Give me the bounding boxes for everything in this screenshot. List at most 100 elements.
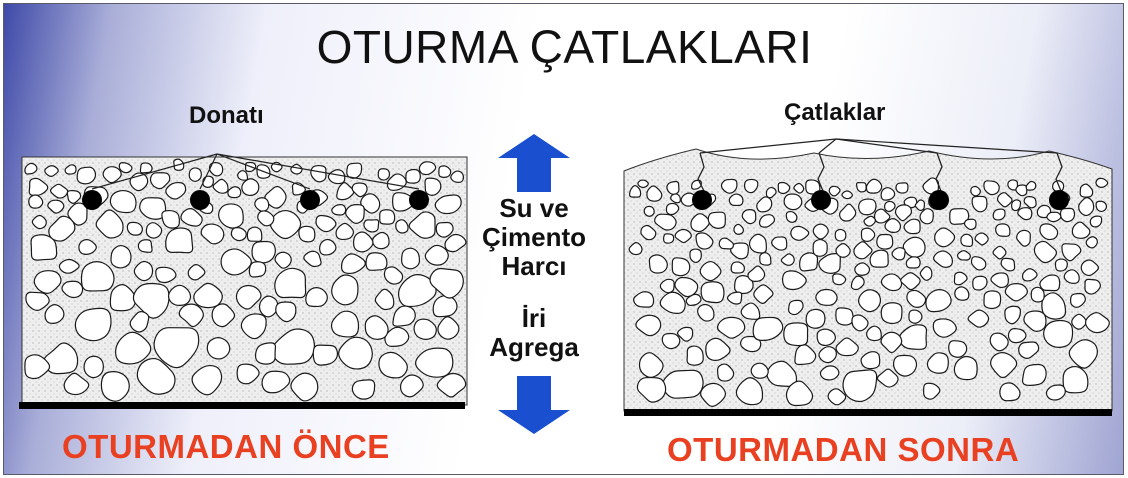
aggregate-stone [643, 205, 655, 217]
aggregate-stone [187, 264, 206, 281]
caption-before: OTURMADAN ÖNCE [62, 428, 390, 465]
aggregate-stones [24, 158, 467, 402]
aggregate-stone [31, 214, 47, 230]
aggregate-stone [78, 239, 97, 255]
aggregate-stone [167, 284, 192, 306]
aggregate-stone [352, 231, 374, 253]
aggregate-stone [733, 275, 754, 295]
aggregate-stone [633, 291, 655, 308]
aggregate-stone [63, 372, 90, 396]
aggregate-stone [275, 301, 297, 323]
aggregate-stone [178, 303, 204, 328]
aggregate-stone [1054, 258, 1068, 272]
aggregate-stone [758, 214, 776, 228]
aggregate-stone [635, 314, 662, 337]
aggregate-stone [1033, 240, 1058, 264]
rebar-dot [190, 190, 210, 210]
aggregate-stone [863, 215, 877, 227]
aggregate-stone [364, 315, 389, 340]
aggregate-stone [1046, 211, 1062, 223]
aggregate-stone [155, 266, 177, 284]
rebar-callout-lines [91, 153, 420, 190]
aggregate-stone [892, 354, 918, 377]
aggregate-stone [839, 203, 857, 222]
aggregate-stone [659, 291, 686, 314]
aggregate-stone [246, 226, 263, 242]
aggregate-stone [785, 380, 814, 407]
center-top-line: Çimento [482, 222, 586, 252]
aggregate-stone [970, 256, 987, 271]
center-top-line: Harcı [501, 251, 567, 281]
aggregate-stone [832, 273, 847, 286]
aggregate-stone [999, 382, 1021, 402]
aggregate-stone [903, 218, 921, 235]
aggregate-stone [726, 291, 743, 305]
aggregate-stone [699, 260, 722, 282]
page-title: OTURMA ÇATLAKLARI [316, 21, 813, 73]
aggregate-stone [161, 209, 181, 229]
aggregate-stone [860, 227, 876, 243]
aggregate-stone [894, 204, 913, 222]
aggregate-stone [919, 208, 934, 225]
aggregate-stone [818, 252, 841, 274]
aggregate-stone [49, 183, 69, 199]
aggregate-stone [129, 311, 150, 333]
aggregate-stone [914, 199, 926, 211]
aggregate-stone [1089, 215, 1103, 228]
aggregate-stone [109, 284, 137, 312]
aggregate-stone [730, 242, 749, 260]
rebars [692, 190, 1069, 210]
aggregate-stone [793, 182, 805, 194]
aggregate-stone [926, 352, 949, 374]
aggregate-stone [109, 189, 137, 214]
aggregate-stone [408, 211, 436, 239]
aggregate-stone [165, 227, 194, 254]
aggregate-stone [24, 162, 38, 175]
aggregate-stone [202, 175, 214, 188]
aggregate-stone [777, 181, 791, 195]
aggregate-stone [241, 178, 260, 196]
aggregate-stone [424, 177, 442, 196]
aggregate-stone [835, 337, 859, 357]
aggregate-stone [44, 304, 65, 324]
aggregate-stone [992, 208, 1006, 221]
aggregate-stone [818, 346, 837, 364]
aggregate-stone [662, 369, 704, 399]
aggregate-stone [83, 355, 104, 379]
aggregate-stone [666, 180, 680, 195]
aggregate-stone [677, 326, 694, 342]
aggregate-stone [834, 228, 847, 242]
rebar-dot [811, 190, 831, 210]
aggregate-stone [64, 164, 77, 175]
aggregate-stone [58, 258, 80, 274]
aggregate-stone [1023, 310, 1047, 332]
aggregate-stone [876, 368, 899, 388]
aggregate-stone [319, 238, 337, 256]
aggregate-stone [970, 185, 981, 197]
aggregate-stone [110, 244, 132, 269]
aggregate-stone [884, 218, 902, 234]
aggregate-stone [254, 197, 270, 212]
aggregate-stone [670, 193, 681, 204]
aggregate-stone [327, 169, 346, 185]
aggregate-stone [429, 267, 464, 299]
aggregate-stone [989, 332, 1009, 352]
aggregate-stone [716, 363, 735, 382]
aggregate-stone [983, 180, 1000, 196]
aggregate-stone [858, 289, 882, 313]
aggregate-stone [118, 161, 133, 174]
aggregate-stone [165, 181, 187, 200]
aggregate-stone [351, 182, 368, 198]
aggregate-stone [933, 250, 953, 268]
aggregate-stone [330, 310, 360, 338]
aggregate-stone [659, 278, 675, 294]
aggregate-stone [1017, 207, 1033, 221]
aggregate-stone [1085, 236, 1098, 249]
aggregate-stone [720, 178, 738, 194]
aggregate-stone [1080, 259, 1099, 277]
aggregate-stone [1000, 257, 1016, 272]
aggregate-stone [646, 185, 663, 202]
aggregate-stone [648, 254, 668, 274]
aggregate-stone [1007, 328, 1027, 344]
aggregate-stone [47, 199, 65, 214]
